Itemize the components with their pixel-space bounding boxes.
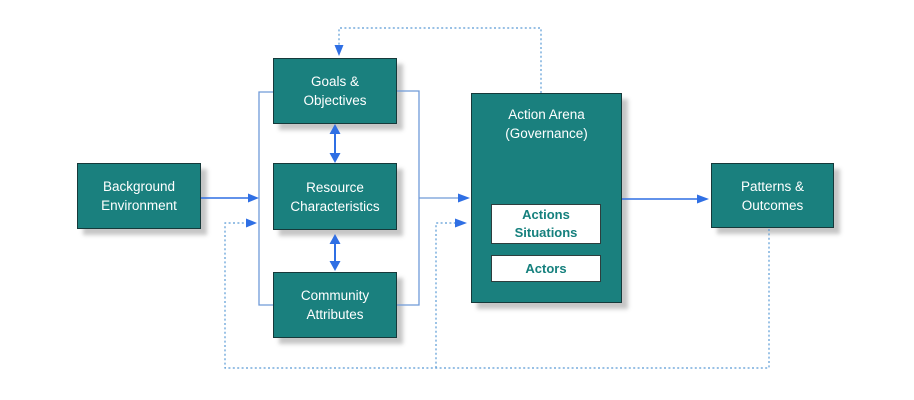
goals-objectives-label-line2: Objectives <box>303 93 367 108</box>
node-community-attributes: Community Attributes <box>273 272 397 338</box>
background-to-bracket-arrowhead-icon <box>248 193 259 203</box>
right-bracket-line <box>397 90 420 306</box>
goals-resource-arrowhead-up-icon <box>329 124 341 134</box>
node-background-environment: Background Environment <box>77 163 201 229</box>
node-patterns-outcomes: Patterns & Outcomes <box>711 163 834 228</box>
bracket-to-arena-arrowhead-icon <box>458 193 470 203</box>
action-arena-label-line1: Action Arena <box>508 107 585 122</box>
patterns-to-arena-arrowhead-icon <box>455 218 467 228</box>
left-bracket-line <box>258 91 273 306</box>
background-environment-label-line2: Environment <box>101 198 177 213</box>
goals-resource-arrowhead-down-icon <box>329 153 341 163</box>
patterns-outcomes-label-line2: Outcomes <box>741 197 804 213</box>
arena-to-patterns-arrowhead-icon <box>697 194 709 204</box>
action-arena-label-line2: (Governance) <box>505 126 588 141</box>
resource-community-arrowhead-down-icon <box>329 261 341 271</box>
node-actors: Actors <box>491 255 601 282</box>
actions-situations-label-line1: Actions <box>522 207 570 222</box>
node-actions-situations: Actions Situations <box>491 204 601 244</box>
resource-characteristics-label-line1: Resource <box>306 179 364 195</box>
community-attributes-label-line2: Attributes <box>306 307 364 322</box>
patterns-to-arena-feedback-line <box>435 222 456 368</box>
node-resource-characteristics: Resource Characteristics <box>273 163 397 230</box>
background-environment-label-line1: Background <box>102 179 176 194</box>
community-attributes-label-line1: Community <box>300 288 370 303</box>
node-goals-objectives: Goals & Objectives <box>273 58 397 124</box>
goals-objectives-label-line1: Goals & <box>310 74 360 89</box>
patterns-to-bracket-arrowhead-icon <box>246 218 257 228</box>
actors-label: Actors <box>525 260 567 276</box>
resource-community-arrowhead-up-icon <box>329 234 341 244</box>
resource-characteristics-label-line2: Characteristics <box>290 198 380 214</box>
patterns-outcomes-label-line1: Patterns & <box>740 178 805 194</box>
actions-situations-label-line2: Situations <box>514 225 578 240</box>
arena-to-goals-arrowhead-icon <box>334 45 344 56</box>
